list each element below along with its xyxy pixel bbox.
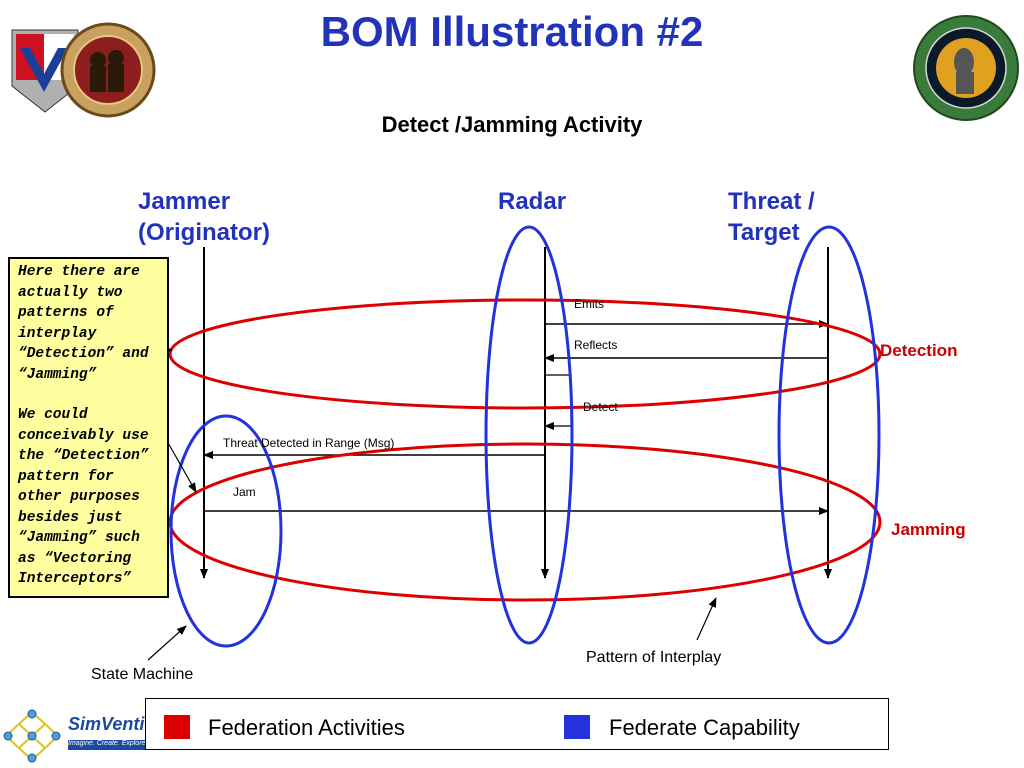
legend-swatch-federate-capability [564,715,590,739]
legend: Federation Activities Federate Capabilit… [145,698,889,750]
legend-label-federate-capability: Federate Capability [609,715,800,740]
lane-label-jammer-line1: Jammer [138,188,231,215]
army-emblem-logo [8,8,158,120]
message-label-emits: Emits [574,297,604,311]
radar-capability-ellipse [484,225,574,645]
legend-label-federation-activities: Federation Activities [208,715,405,740]
lane-label-threat: Threat / Target [728,186,815,248]
jammer-capability-ellipse [169,414,283,648]
lane-label-threat-line2: Target [728,219,800,246]
message-arrow-detect [544,374,572,430]
message-label-threat-detected: Threat Detected in Range (Msg) [223,436,395,450]
message-label-reflects: Reflects [574,338,618,352]
note-paragraph-1: Here there are actually two patterns of … [18,264,149,383]
pattern-label-jamming: Jamming [891,520,966,539]
state-machine-pointer [147,625,187,661]
explanation-note: Here there are actually two patterns of … [8,257,169,598]
lane-label-jammer-line2: (Originator) [138,219,270,246]
lane-label-threat-line1: Threat / [728,188,815,215]
pattern-label-detection: Detection [880,341,958,360]
callout-pattern-of-interplay: Pattern of Interplay [586,649,722,666]
simulation-center-seal-logo [912,14,1020,122]
pattern-of-interplay-pointer [696,597,717,641]
threat-capability-ellipse [777,225,881,645]
detection-pattern-ellipse [168,298,882,410]
legend-swatch-federation-activities [164,715,190,739]
diagram-subtitle: Detect /Jamming Activity [381,112,643,137]
simventions-logo-tagline: Imagine. Create. Explore. Discover. [68,740,190,750]
message-label-jam: Jam [233,485,256,499]
callout-state-machine: State Machine [91,666,194,683]
message-label-detect: Detect [583,400,618,414]
note-paragraph-2: We could conceivably use the “Detection”… [18,407,149,587]
lane-label-radar: Radar [498,188,567,215]
page-title: BOM Illustration #2 [320,8,704,55]
lane-label-jammer: Jammer (Originator) [138,186,270,248]
